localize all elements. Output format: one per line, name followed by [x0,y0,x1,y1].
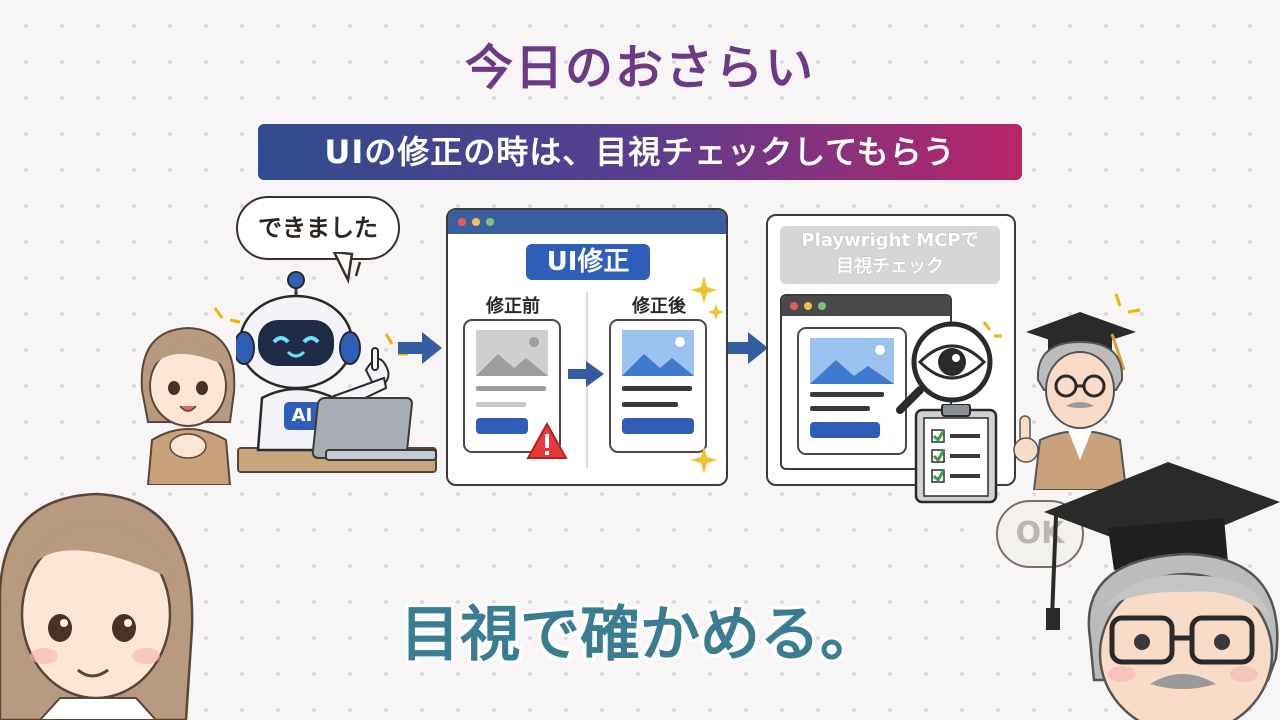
arrow-right-icon [724,332,768,364]
window-dot-icon [804,302,812,310]
window-dot-icon [486,218,494,226]
playwright-check-label: Playwright MCPで 目視チェック [780,226,1000,284]
robot-badge: AI [291,405,313,426]
after-label: 修正後 [632,296,686,317]
browser-titlebar [782,296,950,316]
window-titlebar [448,210,726,234]
professor-character-icon [1013,293,1141,490]
before-card-icon [463,319,561,453]
girl-avatar-large-icon [0,492,194,720]
window-dot-icon [458,218,466,226]
playwright-label-line2: 目視チェック [836,256,944,277]
summary-banner: UIの修正の時は、目視チェックしてもらう [258,124,1022,180]
ui-fix-label: UI修正 [526,244,650,280]
magnifier-eye-icon [896,321,1002,414]
clipboard-checklist-icon [914,404,998,504]
window-dot-icon [818,302,826,310]
window-dot-icon [472,218,480,226]
arrow-right-icon [398,332,442,364]
girl-character-icon [140,307,241,485]
after-card-icon [609,319,707,453]
ai-speech-bubble: できました [236,196,400,260]
bubble-tail-icon [332,252,362,284]
window-dot-icon [790,302,798,310]
ai-speech-text: できました [258,214,378,242]
before-label: 修正前 [486,296,540,317]
caption-subtitle: 目視で確かめる。 [400,600,880,670]
checked-card-icon [797,327,907,455]
sparkle-icon [690,276,724,320]
sparkle-icon [690,446,718,474]
playwright-label-line1: Playwright MCPで [801,230,979,251]
robot-character-icon [236,271,437,473]
page-title: 今日のおさらい [464,40,815,96]
professor-avatar-large-icon [1044,462,1280,720]
warning-icon [526,422,568,459]
arrow-right-icon [568,361,604,387]
